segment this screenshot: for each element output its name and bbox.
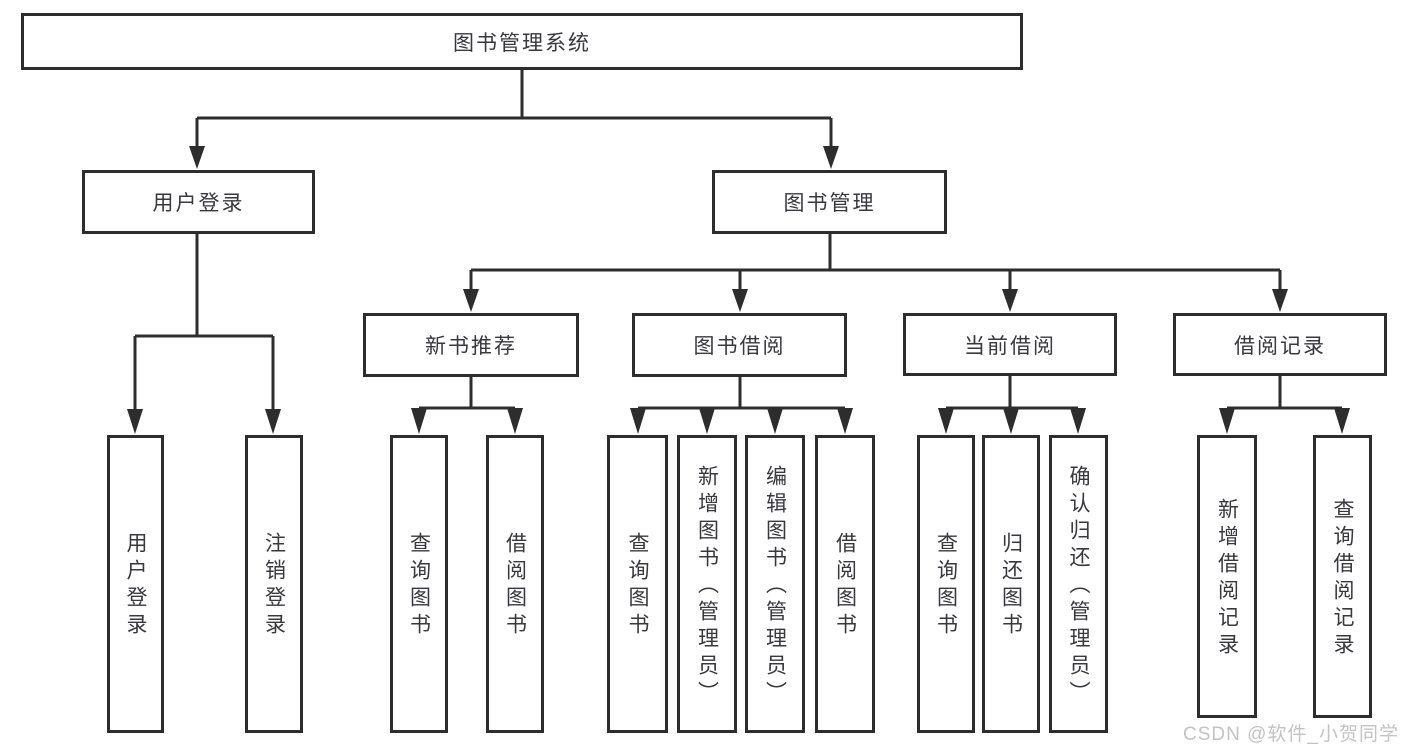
arrowhead-icon: [767, 408, 783, 434]
arrowhead-icon: [938, 408, 954, 434]
csdn-watermark: CSDN @软件_小贺同学: [1183, 724, 1399, 745]
node-user-login: 用户登录: [82, 170, 315, 234]
leaf-add-books-admin: 新增图书（管理员）: [677, 435, 737, 733]
node-current-borrowing: 当前借阅: [903, 313, 1117, 376]
arrowhead-icon: [189, 146, 205, 169]
connector: [1227, 376, 1342, 410]
arrowhead-icon: [1003, 408, 1019, 434]
connector: [469, 234, 1282, 291]
arrowhead-icon: [1002, 289, 1018, 312]
leaf-return-books: 归还图书: [982, 435, 1040, 733]
connector: [946, 376, 1078, 410]
node-borrowing-records: 借阅记录: [1173, 313, 1387, 376]
arrowhead-icon: [1070, 408, 1086, 434]
leaf-borrow-books-recommend: 借阅图书: [486, 435, 544, 733]
node-library-management-system: 图书管理系统: [21, 13, 1023, 70]
leaf-query-books-current: 查询图书: [917, 435, 975, 733]
connector: [133, 234, 275, 411]
arrowhead-icon: [411, 408, 427, 434]
leaf-borrow-books: 借阅图书: [815, 435, 875, 733]
arrowhead-icon: [699, 408, 715, 434]
arrowhead-icon: [463, 289, 479, 312]
leaf-edit-books-admin: 编辑图书（管理员）: [745, 435, 805, 733]
leaf-user-login: 用户登录: [107, 435, 164, 733]
connector: [638, 377, 845, 410]
leaf-add-borrow-record: 新增借阅记录: [1197, 435, 1257, 718]
arrowhead-icon: [837, 408, 853, 434]
node-book-management: 图书管理: [712, 170, 947, 234]
leaf-query-borrow-record: 查询借阅记录: [1313, 435, 1372, 718]
leaf-confirm-return-admin: 确认归还（管理员）: [1049, 435, 1108, 733]
arrowhead-icon: [265, 409, 281, 434]
arrowhead-icon: [1219, 408, 1235, 434]
arrowhead-icon: [507, 408, 523, 434]
connector: [419, 377, 515, 410]
connector: [195, 70, 833, 147]
leaf-query-books-recommend: 查询图书: [390, 435, 448, 733]
arrowhead-icon: [823, 146, 839, 169]
node-new-book-recommendation: 新书推荐: [363, 313, 579, 377]
leaf-logout: 注销登录: [245, 435, 303, 733]
arrowhead-icon: [1272, 289, 1288, 312]
arrowhead-icon: [127, 409, 143, 434]
arrowhead-icon: [732, 289, 748, 312]
arrowhead-icon: [1334, 408, 1350, 434]
node-book-borrowing: 图书借阅: [632, 313, 847, 377]
arrowhead-icon: [630, 408, 646, 434]
leaf-query-books-borrowing: 查询图书: [607, 435, 668, 733]
